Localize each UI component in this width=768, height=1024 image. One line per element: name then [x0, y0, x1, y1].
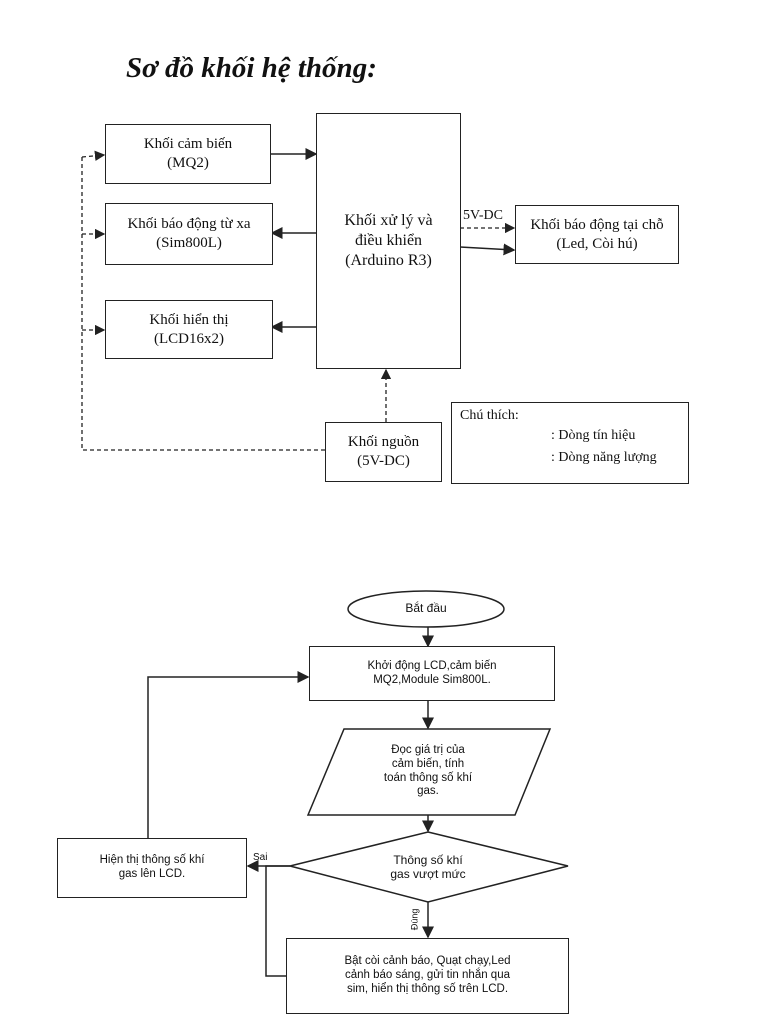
flow-init-box: Khởi động LCD,cảm biến MQ2,Module Sim800…: [309, 646, 555, 701]
flow-show-line1: Hiện thị thông số khí: [99, 854, 205, 867]
power-block: Khối nguồn (5V-DC): [325, 422, 442, 482]
flow-alarm-box: Bật còi cảnh báo, Quạt chạy,Led cảnh báo…: [286, 938, 569, 1014]
remote-alarm-block-line2: (Sim800L): [156, 235, 222, 251]
processor-block-line1: Khối xử lý và: [344, 212, 433, 229]
page-title: Sơ đồ khối hệ thống:: [126, 52, 377, 84]
flow-alarm-line2: cảnh báo sáng, gửi tin nhắn qua: [345, 969, 510, 982]
legend-energy-label: : Dòng năng lượng: [551, 450, 657, 465]
flow-start-shape: [347, 590, 505, 628]
sensor-block: Khối cảm biến (MQ2): [105, 124, 271, 184]
voltage-label: 5V-DC: [463, 208, 503, 223]
flow-true-label: Đúng: [409, 908, 420, 931]
flow-read-line4: gas.: [417, 785, 439, 798]
processor-block-line2: điều khiển: [354, 232, 423, 249]
flow-init-line1: Khởi động LCD,cảm biến: [367, 659, 497, 672]
remote-alarm-block: Khối báo động từ xa (Sim800L): [105, 203, 273, 265]
flow-loop-alarm-to-decision: [265, 865, 290, 977]
flow-decision-text: Thông số khí gas vượt mức: [348, 853, 508, 882]
flow-false-label: Sai: [253, 852, 268, 863]
flow-show-box: Hiện thị thông số khí gas lên LCD.: [57, 838, 247, 898]
flow-read-shape: [306, 728, 552, 816]
local-alarm-block-line1: Khối báo động tại chỗ: [530, 216, 664, 233]
flow-alarm-line3: sim, hiển thị thông số trên LCD.: [346, 982, 509, 995]
dashed-arrow-to-sensor: [81, 150, 106, 162]
flow-read-line1: Đọc giá trị của: [391, 744, 465, 756]
flow-alarm-line1: Bật còi cảnh báo, Quạt chạy,Led: [344, 955, 511, 968]
flow-start-label: Bắt đầu: [405, 601, 447, 615]
display-block-line2: (LCD16x2): [154, 330, 224, 347]
flow-loop-show-to-init: [147, 671, 310, 838]
legend-signal-label: : Dòng tín hiệu: [551, 428, 636, 443]
power-block-line2: (5V-DC): [357, 453, 410, 469]
flow-decision-line2: gas vượt mức: [390, 867, 466, 882]
sensor-block-line2: (MQ2): [167, 155, 209, 171]
power-block-line1: Khối nguồn: [347, 434, 420, 451]
processor-block-line3: (Arduino R3): [345, 252, 432, 269]
display-block-line1: Khối hiển thị: [149, 311, 229, 328]
legend-box: Chú thích:: [451, 402, 689, 484]
flow-decision-line1: Thông số khí: [393, 853, 463, 867]
sensor-block-line1: Khối cảm biến: [143, 136, 233, 153]
remote-alarm-block-line1: Khối báo động từ xa: [127, 216, 251, 233]
local-alarm-block: Khối báo động tại chỗ (Led, Còi hú): [515, 205, 679, 264]
local-alarm-block-line2: (Led, Còi hú): [556, 235, 638, 252]
flow-read-line3: toán thông số khí: [383, 771, 473, 784]
processor-block: Khối xử lý và điều khiển (Arduino R3): [316, 113, 461, 369]
arrow-processor-to-local-alarm: [459, 243, 516, 256]
flow-show-line2: gas lên LCD.: [118, 868, 186, 880]
flow-read-text: Đọc giá trị của cảm biến, tính toán thôn…: [340, 744, 516, 799]
legend-title: Chú thích:: [460, 408, 519, 423]
flow-read-line2: cảm biến, tính: [391, 757, 465, 770]
dashed-power-feed-line: [81, 157, 325, 451]
display-block: Khối hiển thị (LCD16x2): [105, 300, 273, 359]
flow-init-line2: MQ2,Module Sim800L.: [373, 673, 491, 686]
